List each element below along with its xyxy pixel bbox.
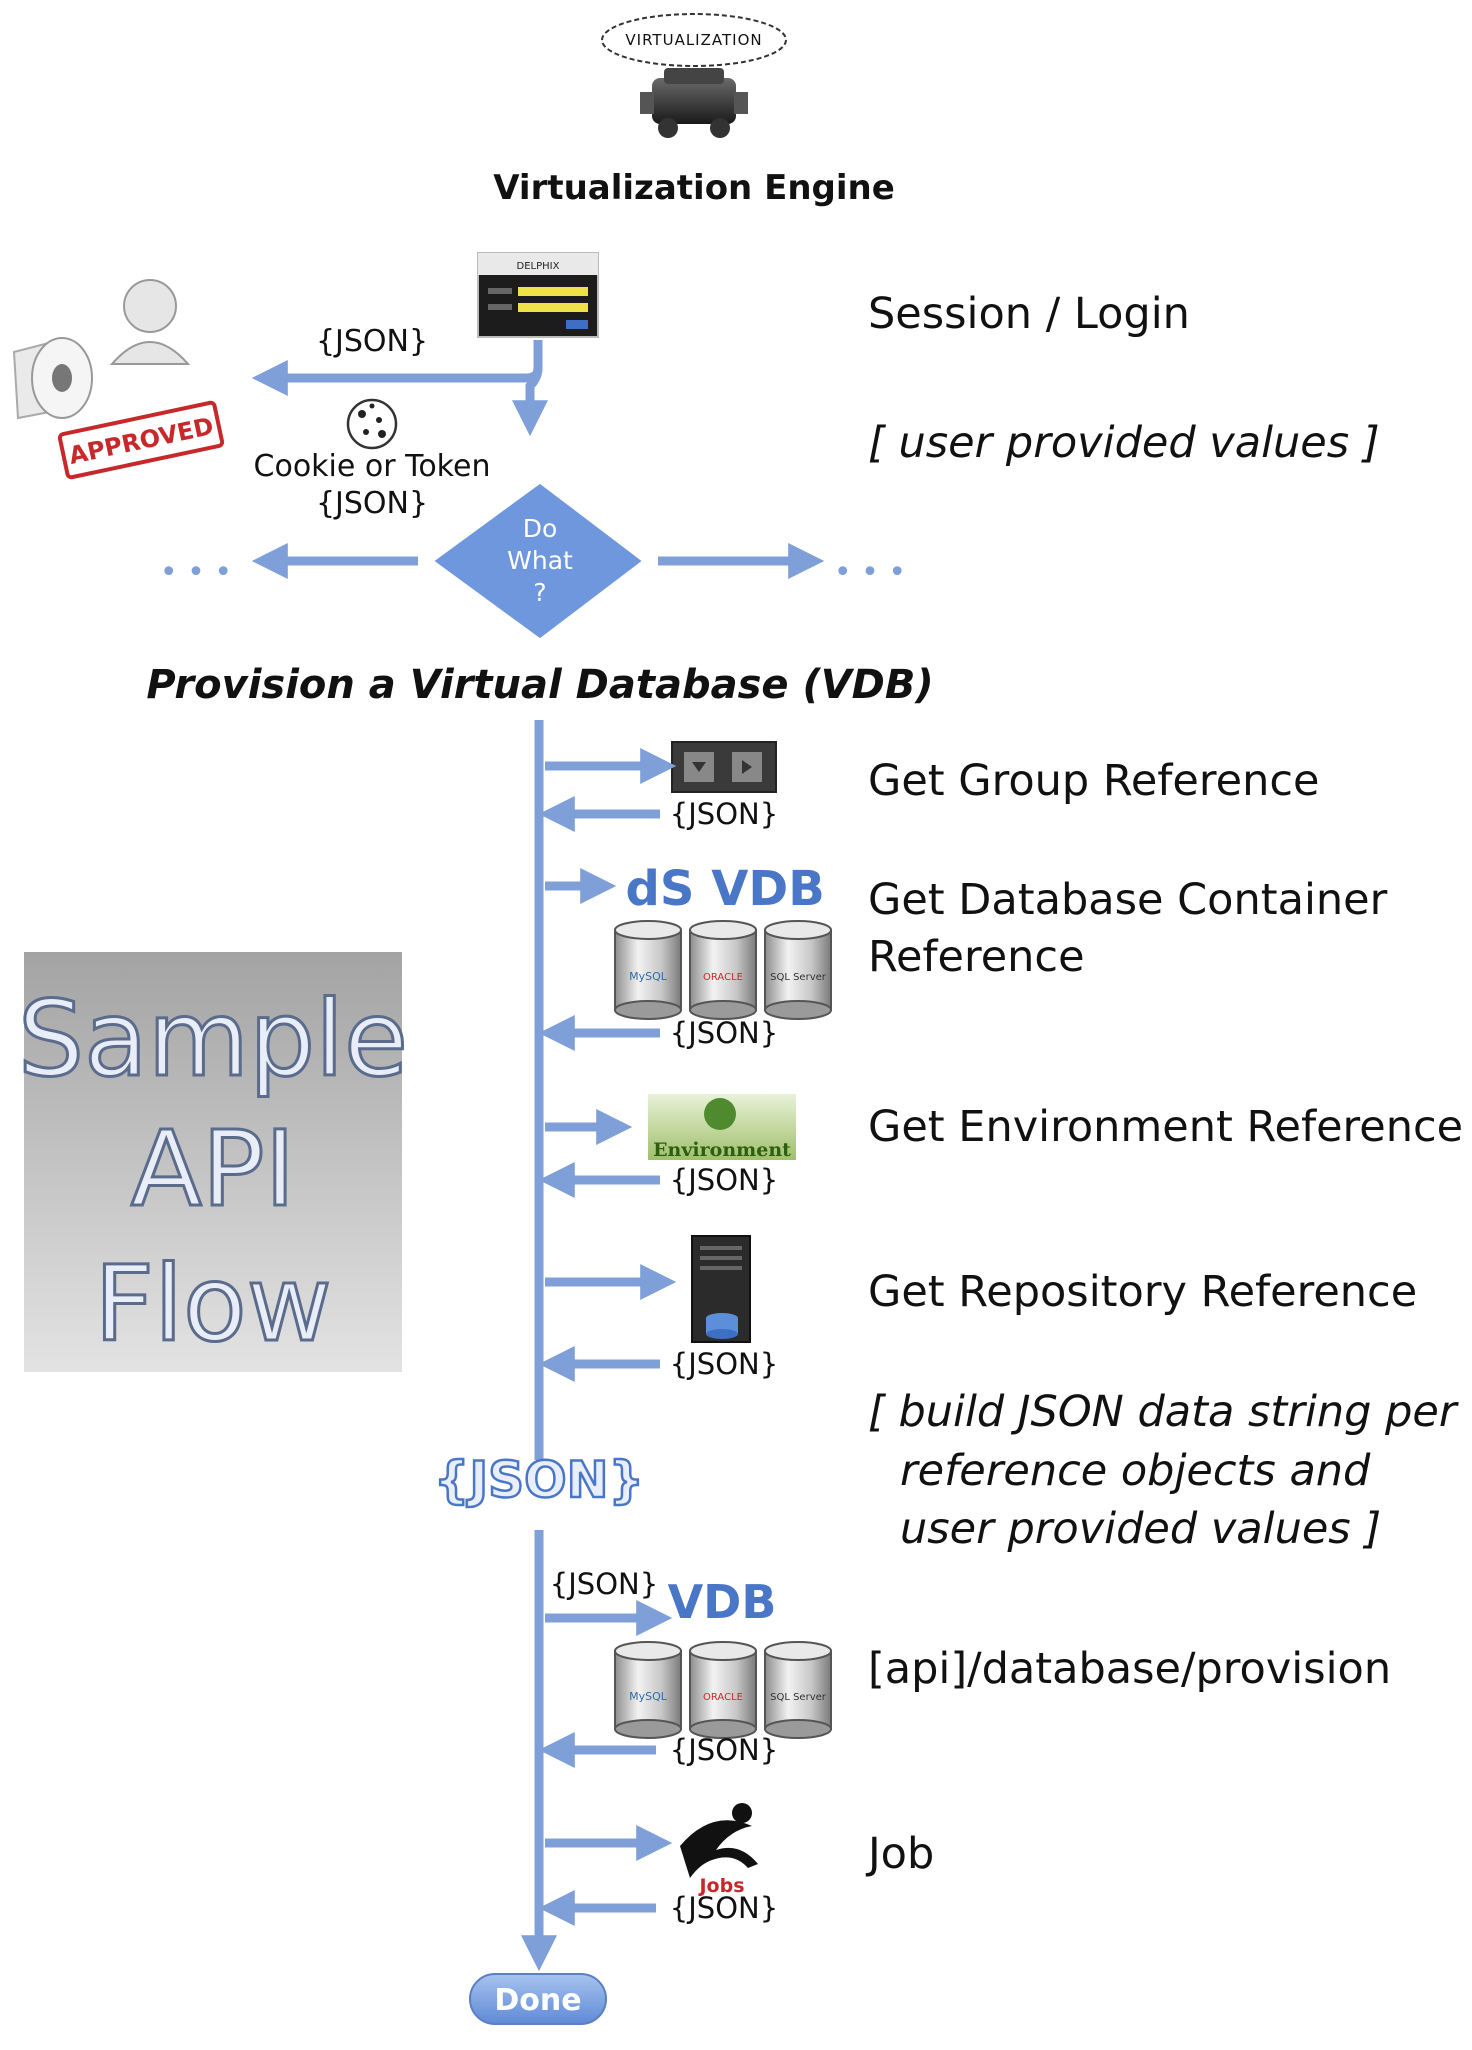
group-icon bbox=[671, 741, 777, 793]
login-panel-icon: DELPHIX bbox=[477, 252, 599, 338]
panel-logo: DELPHIX bbox=[517, 261, 560, 272]
cloud-label: VIRTUALIZATION bbox=[625, 31, 762, 49]
oracle-label: ORACLE bbox=[703, 972, 743, 983]
environment-icon: Environment bbox=[648, 1094, 796, 1161]
build-note-line1: [ build JSON data string per bbox=[868, 1387, 1459, 1437]
done-label: Done bbox=[494, 1983, 581, 2018]
build-note-line2: reference objects and bbox=[900, 1446, 1371, 1496]
provision-json-in-label: {JSON} bbox=[550, 1567, 658, 1601]
provision-endpoint-label: [api]/database/provision bbox=[868, 1644, 1391, 1694]
session-login-label: Session / Login bbox=[868, 289, 1190, 339]
jobs-icon-text: Jobs bbox=[697, 1875, 744, 1897]
decision-line2: What bbox=[507, 546, 573, 575]
session-forward-arrow bbox=[512, 367, 548, 437]
sample-box-line2: API bbox=[131, 1108, 296, 1230]
provision-vdb-icon-text: VDB bbox=[668, 1575, 777, 1629]
group-reference-label: Get Group Reference bbox=[868, 756, 1319, 806]
right-ellipsis: • • • bbox=[834, 555, 906, 590]
flow-title: Provision a Virtual Database (VDB) bbox=[146, 662, 933, 708]
repository-json-label: {JSON} bbox=[670, 1347, 778, 1381]
engine-icon bbox=[640, 68, 748, 138]
cookie-icon bbox=[346, 398, 398, 450]
sample-box-line3: Flow bbox=[94, 1243, 331, 1365]
container-vdb-icon-text: VDB bbox=[711, 861, 825, 917]
cookie-label: Cookie or Token bbox=[254, 449, 491, 484]
sqlserver-label: SQL Server bbox=[770, 972, 827, 983]
user-values-label: [ user provided values ] bbox=[868, 418, 1380, 468]
container-label-line2: Reference bbox=[868, 932, 1085, 982]
server-tower-icon bbox=[691, 1235, 751, 1343]
sample-box-line1: Sample bbox=[18, 978, 408, 1100]
engine-label: Virtualization Engine bbox=[493, 168, 895, 208]
decision-line3: ? bbox=[533, 578, 546, 607]
environment-json-label: {JSON} bbox=[670, 1163, 778, 1197]
provision-oracle-label: ORACLE bbox=[703, 1692, 743, 1703]
decision-diamond: Do What ? bbox=[429, 480, 647, 642]
session-json-label: {JSON} bbox=[316, 324, 428, 359]
approved-stamp: APPROVED bbox=[57, 400, 225, 480]
repository-reference-label: Get Repository Reference bbox=[868, 1267, 1417, 1317]
container-label-line1: Get Database Container bbox=[868, 875, 1388, 925]
jobs-runner-icon: Jobs bbox=[680, 1803, 758, 1897]
provision-database-icons: MySQL ORACLE SQL Server bbox=[614, 1641, 832, 1739]
container-json-label: {JSON} bbox=[670, 1016, 778, 1050]
provision-sqlserver-label: SQL Server bbox=[770, 1692, 827, 1703]
job-label: Job bbox=[865, 1829, 934, 1879]
user-avatar-icon bbox=[109, 279, 191, 365]
left-ellipsis: • • • bbox=[160, 555, 232, 590]
virtualization-cloud: VIRTUALIZATION bbox=[601, 13, 787, 67]
provision-mysql-label: MySQL bbox=[629, 1690, 668, 1703]
group-json-label: {JSON} bbox=[670, 797, 778, 831]
cookie-json-label: {JSON} bbox=[316, 486, 428, 521]
build-note-line3: user provided values ] bbox=[900, 1504, 1381, 1554]
container-database-icons: MySQL ORACLE SQL Server bbox=[614, 920, 832, 1020]
ds-icon-text: dS bbox=[626, 861, 695, 917]
decision-line1: Do bbox=[523, 514, 558, 543]
sample-api-flow-box: Sample API Flow bbox=[17, 952, 409, 1372]
job-json-label: {JSON} bbox=[670, 1891, 778, 1925]
mysql-label: MySQL bbox=[629, 970, 668, 983]
environment-reference-label: Get Environment Reference bbox=[868, 1102, 1463, 1152]
done-terminal: Done bbox=[469, 1973, 607, 2025]
provision-json-out-label: {JSON} bbox=[670, 1733, 778, 1767]
big-json-label: {JSON} bbox=[434, 1451, 644, 1509]
receipt-roll-icon bbox=[12, 337, 93, 420]
environment-icon-text: Environment bbox=[653, 1139, 791, 1161]
